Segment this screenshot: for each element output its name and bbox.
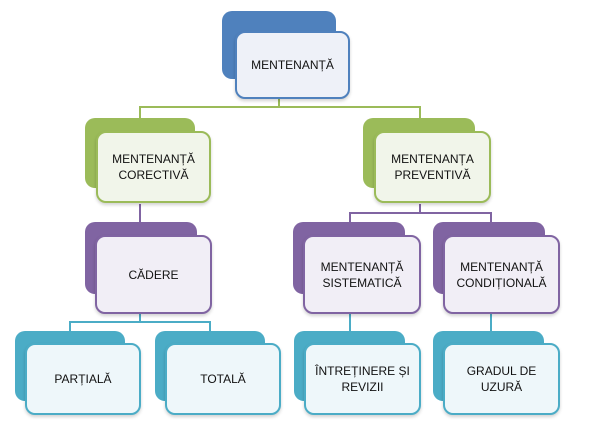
node-partial-box: PARȚIALĂ [25,343,141,415]
node-failure: CĂDERE [85,222,212,314]
node-corrective-label: MENTENANȚĂ CORECTIVĂ [112,152,195,182]
node-failure-box: CĂDERE [95,235,212,314]
node-systematic-label: MENTENANȚĂ SISTEMATICĂ [320,259,404,290]
connector-root-children [139,97,421,120]
node-total-label: TOTALĂ [200,372,246,386]
node-maintenance: MENTENANȚĂ [222,11,350,99]
node-conditional-box: MENTENANȚĂ CONDIȚIONALĂ [443,235,560,314]
node-conditional-maintenance: MENTENANȚĂ CONDIȚIONALĂ [433,222,560,314]
node-total-box: TOTALĂ [165,343,281,415]
node-corrective-maintenance: MENTENANȚĂ CORECTIVĂ [85,118,211,206]
node-preventive-label: MENTENANȚA PREVENTIVĂ [391,152,474,182]
node-conditional-label: MENTENANȚĂ CONDIȚIONALĂ [456,259,547,290]
node-partial: PARȚIALĂ [15,331,141,415]
node-maintenance-revisions-label: ÎNTREȚINERE ȘI REVIZII [315,364,410,394]
node-maintenance-box: MENTENANȚĂ [235,31,350,99]
node-preventive-maintenance: MENTENANȚA PREVENTIVĂ [363,118,491,206]
node-failure-label: CĂDERE [128,267,179,282]
connector-failure-children [69,313,211,333]
node-preventive-box: MENTENANȚA PREVENTIVĂ [374,131,491,203]
node-maintenance-label: MENTENANȚĂ [251,58,334,72]
node-total: TOTALĂ [155,331,281,415]
node-systematic-box: MENTENANȚĂ SISTEMATICĂ [303,235,421,314]
node-wear-degree-label: GRADUL DE UZURĂ [466,364,537,394]
node-maintenance-revisions: ÎNTREȚINERE ȘI REVIZII [294,331,421,415]
node-corrective-box: MENTENANȚĂ CORECTIVĂ [96,131,211,203]
node-wear-degree-box: GRADUL DE UZURĂ [443,343,560,415]
node-wear-degree: GRADUL DE UZURĂ [433,331,560,415]
node-systematic-maintenance: MENTENANȚĂ SISTEMATICĂ [293,222,421,314]
connector-preventive-children [349,204,492,222]
node-partial-label: PARȚIALĂ [54,372,112,386]
node-maintenance-revisions-box: ÎNTREȚINERE ȘI REVIZII [304,343,421,415]
